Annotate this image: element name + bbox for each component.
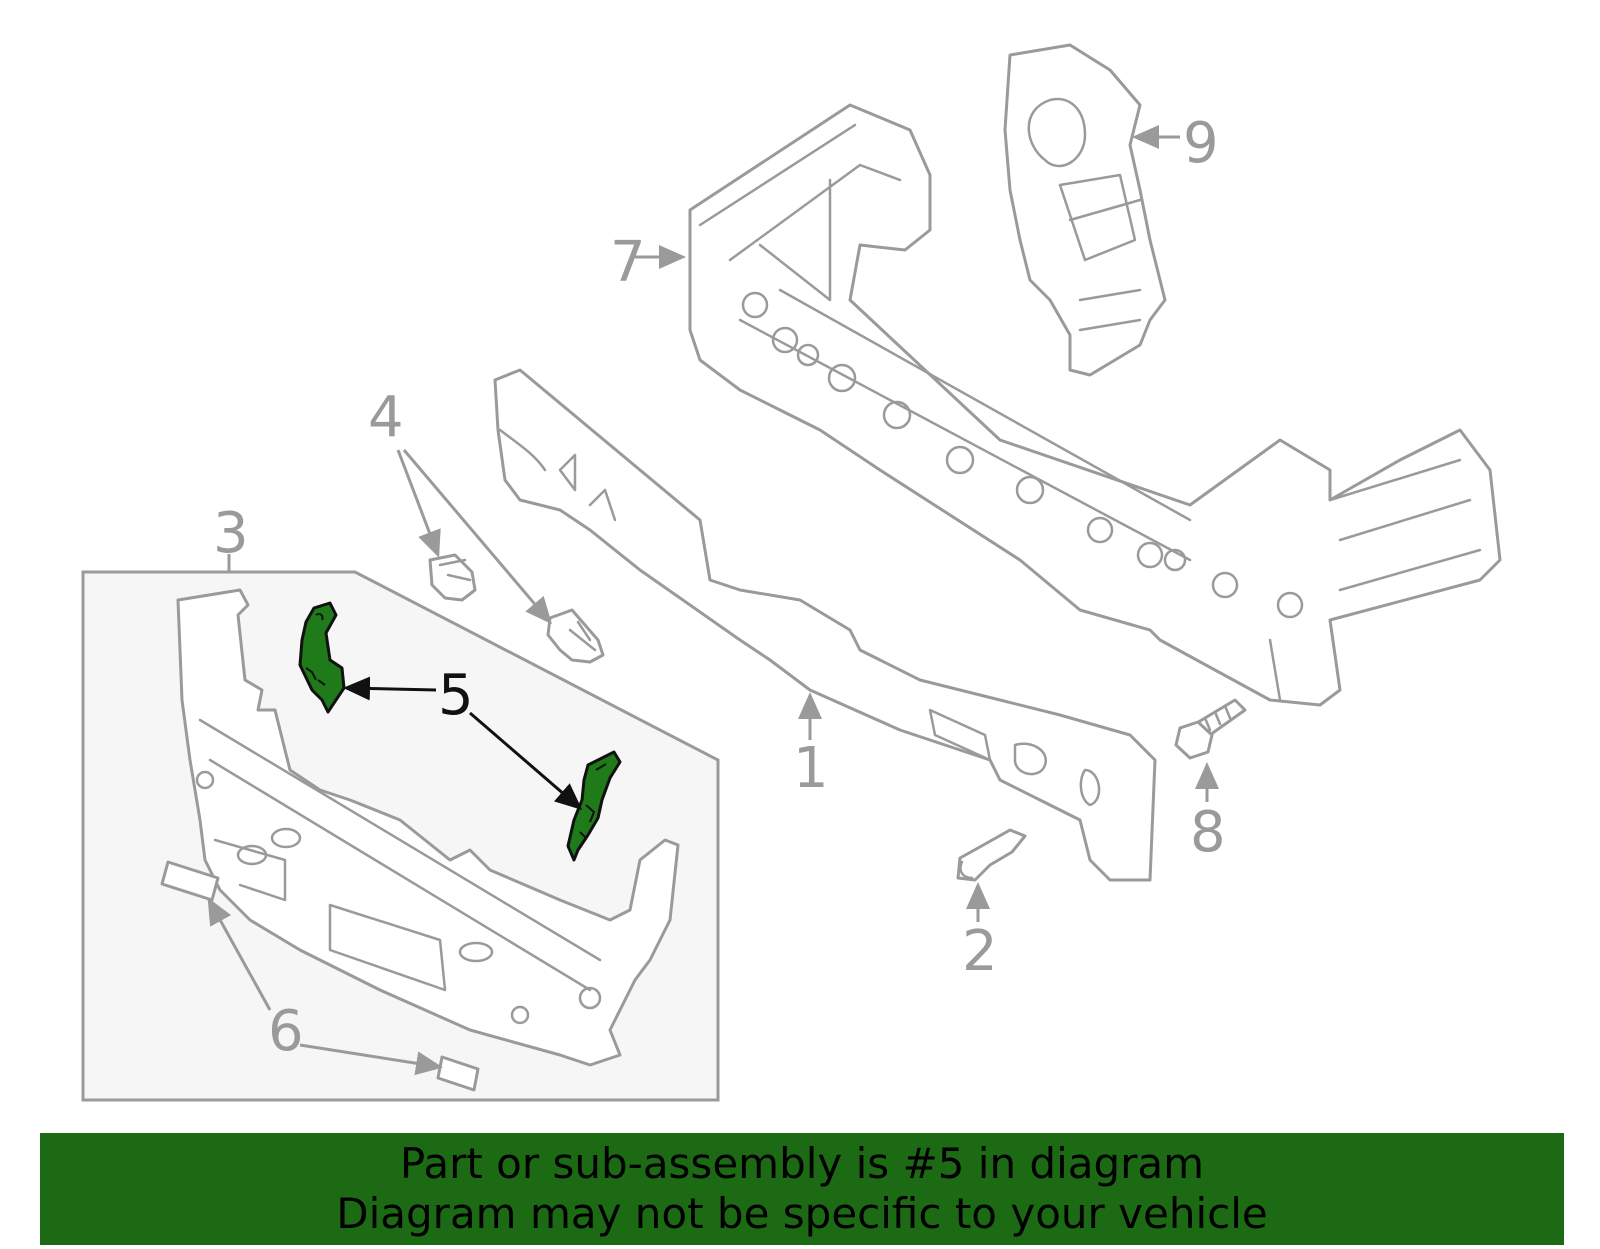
leader-4b bbox=[402, 449, 552, 625]
leader-6b bbox=[299, 1043, 443, 1076]
banner-line-2: Diagram may not be specific to your vehi… bbox=[336, 1189, 1268, 1238]
banner-line-1: Part or sub-assembly is #5 in diagram bbox=[399, 1139, 1205, 1188]
leader-lines bbox=[207, 125, 1219, 1076]
callout-2: 2 bbox=[962, 919, 998, 984]
callout-8: 8 bbox=[1190, 800, 1226, 865]
part-9-bracket bbox=[1003, 43, 1167, 377]
leader-6a bbox=[207, 897, 272, 1011]
callout-3: 3 bbox=[213, 501, 249, 566]
leader-5b[interactable] bbox=[469, 711, 583, 810]
leader-5a[interactable] bbox=[343, 676, 437, 701]
leader-4a bbox=[396, 449, 441, 558]
callout-7: 7 bbox=[610, 230, 646, 295]
part-5-bracket-left bbox=[298, 601, 346, 714]
callout-4: 4 bbox=[368, 385, 404, 450]
part-7-crossmember bbox=[688, 103, 1502, 707]
part-8-bolt bbox=[1174, 698, 1247, 760]
part-1-reinforcement bbox=[493, 368, 1157, 882]
callout-1: 1 bbox=[793, 736, 829, 801]
part-info-banner: Part or sub-assembly is #5 in diagram Di… bbox=[40, 1133, 1564, 1245]
callout-5[interactable]: 5 bbox=[438, 663, 474, 728]
part-4-clip-upper bbox=[428, 553, 477, 602]
callout-9: 9 bbox=[1183, 111, 1219, 176]
part-3-bumper-beam bbox=[176, 588, 680, 1067]
callout-6: 6 bbox=[268, 999, 304, 1064]
part-4-clip-lower bbox=[546, 608, 605, 664]
part-2-push-pin bbox=[956, 828, 1027, 882]
